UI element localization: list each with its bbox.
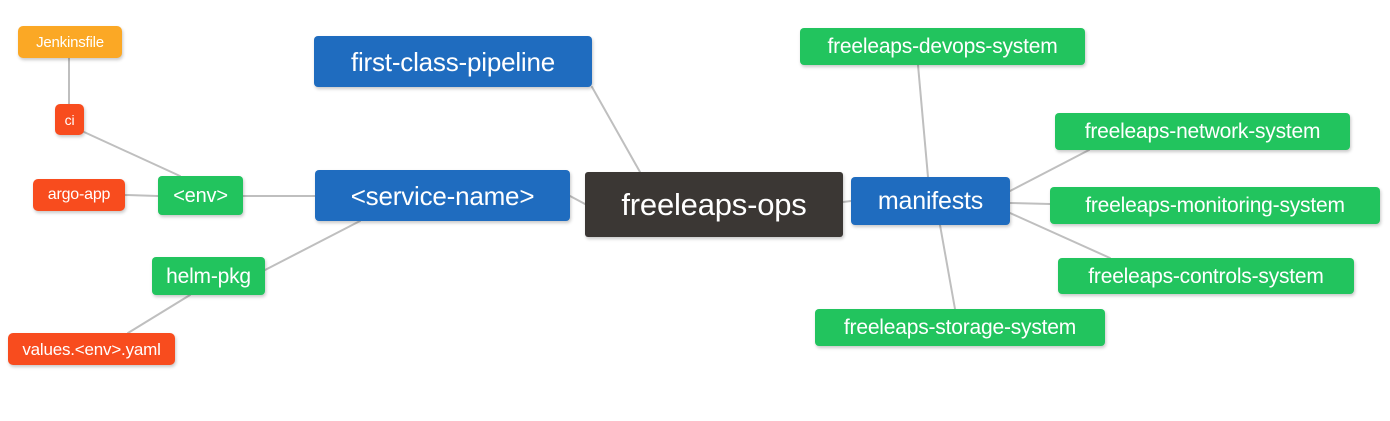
node-helm-pkg[interactable]: helm-pkg	[152, 257, 265, 295]
edge-env-to-ci	[83, 131, 181, 177]
node-values-yaml[interactable]: values.<env>.yaml	[8, 333, 175, 365]
node-storage-system[interactable]: freeleaps-storage-system	[815, 309, 1105, 346]
node-monitoring-system[interactable]: freeleaps-monitoring-system	[1050, 187, 1380, 224]
node-devops-system[interactable]: freeleaps-devops-system	[800, 28, 1085, 65]
edge-root-to-service-name	[569, 195, 586, 205]
node-first-class-pipeline[interactable]: first-class-pipeline	[314, 36, 592, 87]
edge-helm-pkg-to-values-yaml	[127, 294, 191, 334]
edge-root-to-first-class-pipeline	[591, 86, 641, 173]
edge-manifests-to-storage-system	[939, 224, 956, 310]
node-env[interactable]: <env>	[158, 176, 243, 215]
node-controls-system[interactable]: freeleaps-controls-system	[1058, 258, 1354, 294]
node-service-name[interactable]: <service-name>	[315, 170, 570, 221]
node-manifests[interactable]: manifests	[851, 177, 1010, 225]
edge-manifests-to-monitoring-system	[1009, 202, 1051, 205]
edge-manifests-to-network-system	[1009, 149, 1090, 192]
node-argo-app[interactable]: argo-app	[33, 179, 125, 211]
edge-service-name-to-helm-pkg	[264, 220, 361, 271]
node-root[interactable]: freeleaps-ops	[585, 172, 843, 237]
node-network-system[interactable]: freeleaps-network-system	[1055, 113, 1350, 150]
node-jenkinsfile[interactable]: Jenkinsfile	[18, 26, 122, 58]
edge-env-to-argo-app	[124, 194, 159, 197]
edge-manifests-to-devops-system	[917, 64, 929, 178]
node-ci[interactable]: ci	[55, 104, 84, 135]
edge-root-to-manifests	[842, 200, 852, 203]
